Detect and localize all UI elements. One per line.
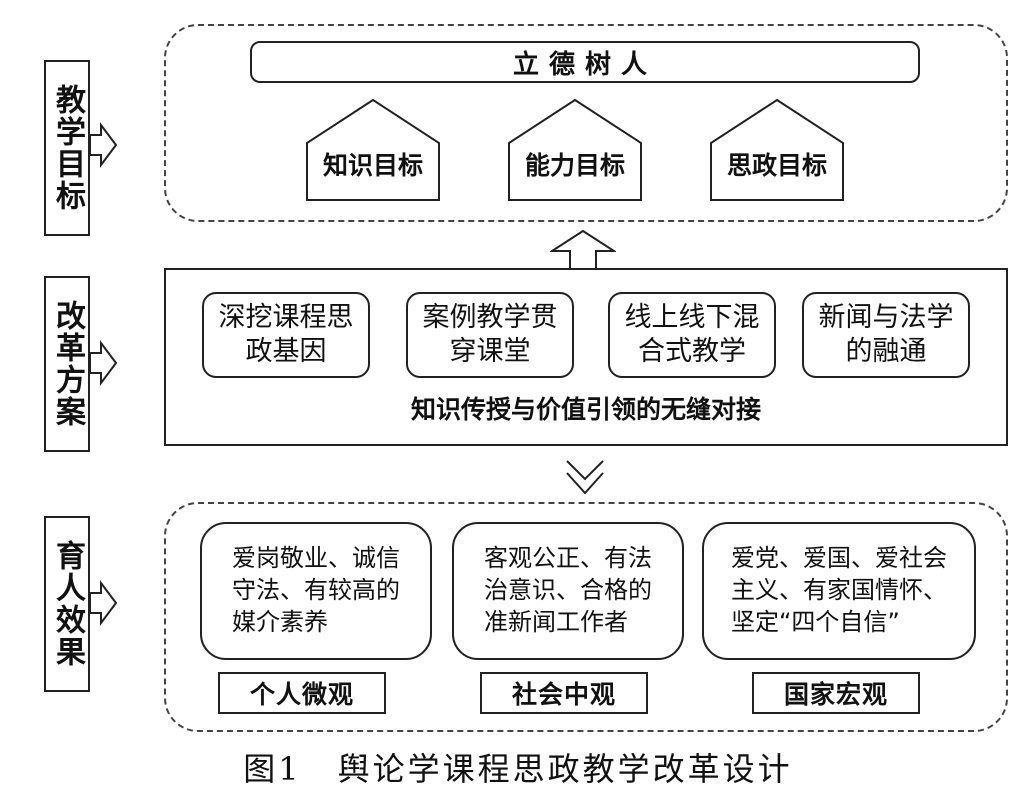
effect-description: 客观公正、有法 治意识、合格的 准新闻工作者 [452,522,684,660]
plan-arrow-icon [89,340,118,386]
plan-summary: 知识传授与价值引领的无缝对接 [410,395,761,424]
effect-description: 爱岗敬业、诚信 守法、有较高的 媒介素养 [200,522,432,660]
effect-description: 爱党、爱国、爱社会 主义、有家国情怀、 坚定“四个自信” [702,522,976,660]
plan-item: 深挖课程思 政基因 [202,292,370,378]
figure-number: 图1 [243,750,302,788]
effect-level-label: 个人微观 [218,672,386,714]
effects-section-label: 育人效果 [44,516,90,692]
up-arrow-icon [550,229,616,270]
figure-title: 舆论学课程思政教学改革设计 [337,750,793,788]
goals-section-label: 教学目标 [44,60,90,236]
sub-goal-label: 知识目标 [322,151,423,180]
effect-level-label: 国家宏观 [752,672,920,714]
house-shape-icon [508,98,642,201]
house-shape-icon [306,98,440,201]
plan-item: 线上线下混 合式教学 [608,292,776,378]
plan-item: 案例教学贯 穿课堂 [406,292,574,378]
effects-frame [164,502,1008,732]
plan-item: 新闻与法学 的融通 [802,292,970,378]
plan-frame [164,268,1008,446]
plan-section-label: 改革方案 [44,276,90,452]
chevron-down-icon [566,460,604,495]
effects-arrow-icon [89,580,118,626]
house-shape-icon [710,98,844,201]
figure-caption: 图1 舆论学课程思政教学改革设计 [0,744,1036,790]
sub-goal-label: 能力目标 [524,151,625,180]
sub-goal-label: 思政目标 [726,151,827,180]
effect-level-label: 社会中观 [480,672,648,714]
top-goal-bar: 立德树人 [250,41,920,83]
goals-arrow-icon [89,122,118,168]
